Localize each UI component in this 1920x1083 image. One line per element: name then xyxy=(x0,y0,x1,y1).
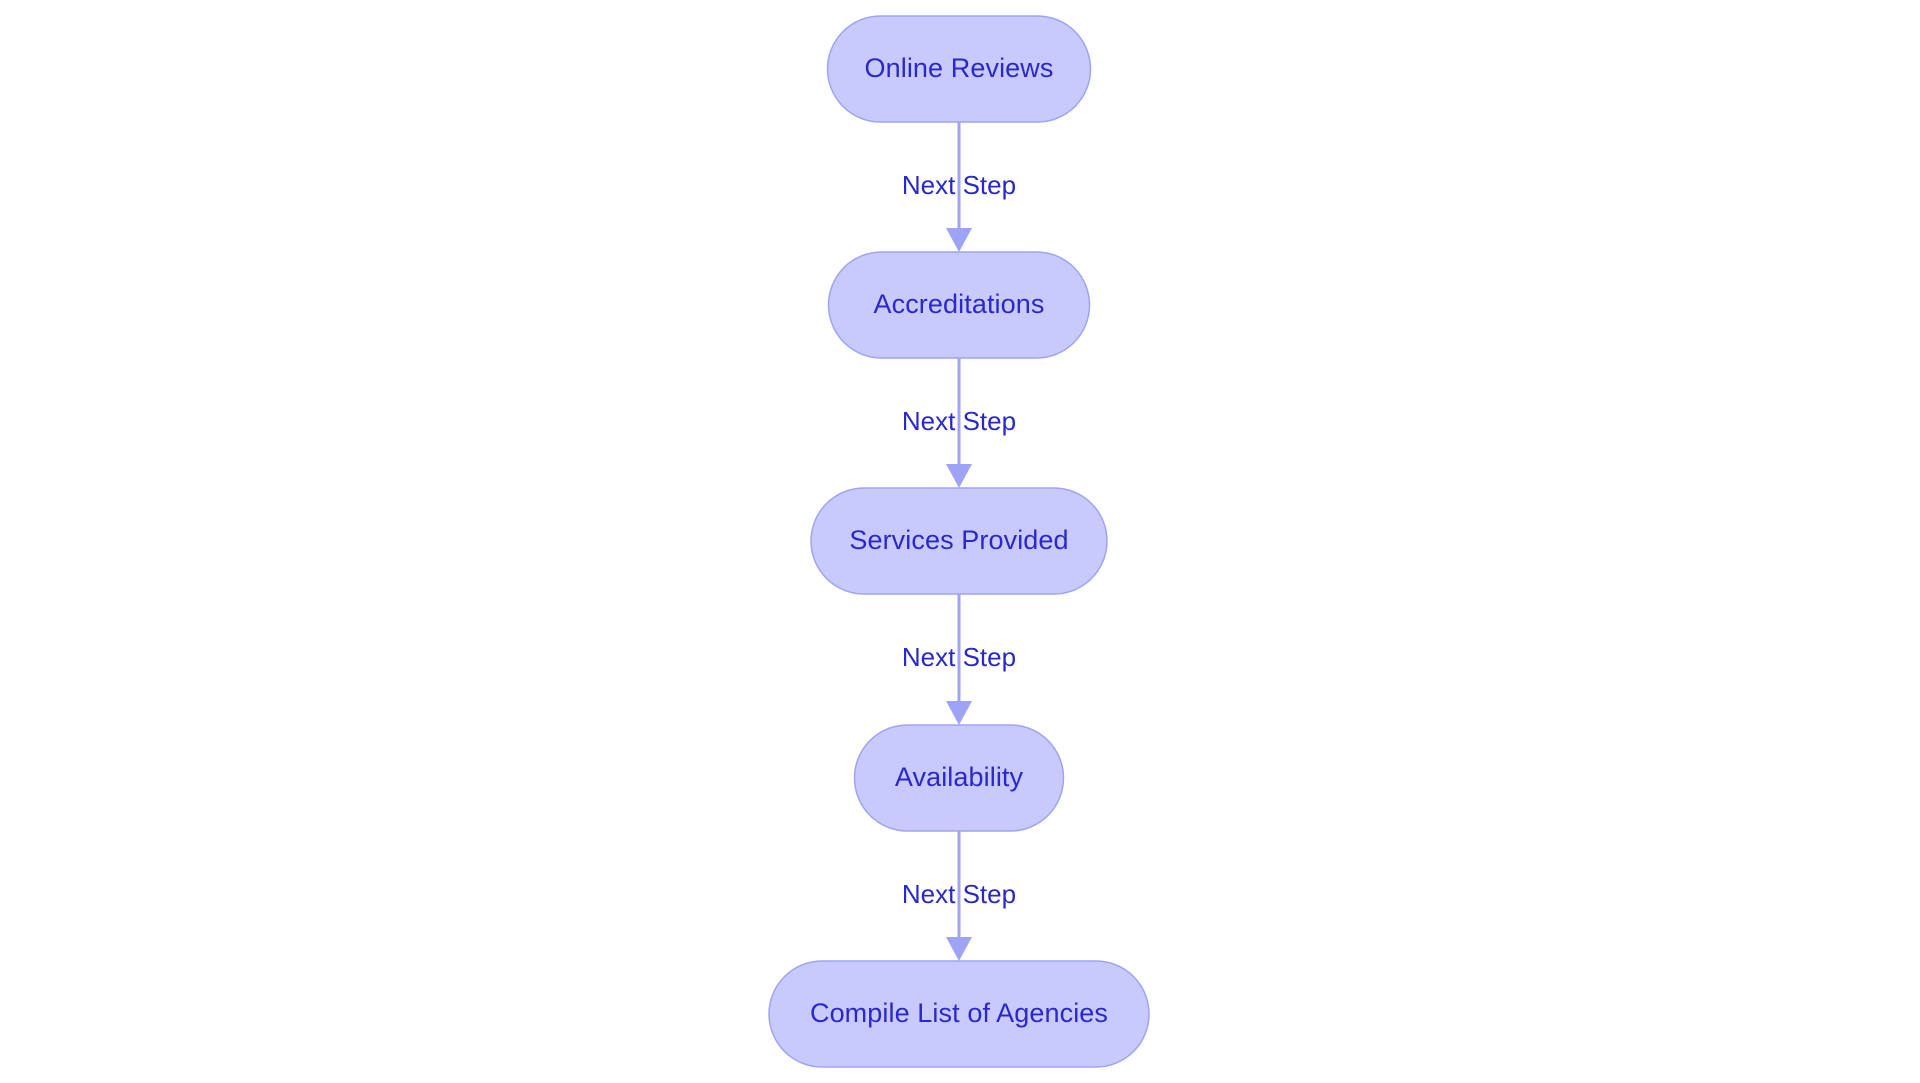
node-label-accreditations: Accreditations xyxy=(874,289,1045,319)
edge-label-3: Next Step xyxy=(902,642,1016,672)
node-shape-compile-list-of-agencies xyxy=(768,960,1150,1068)
node-label-services-provided: Services Provided xyxy=(849,525,1068,555)
nodes-group: Online Reviews Accreditations Services P… xyxy=(768,15,1150,1068)
edge-label-4: Next Step xyxy=(902,879,1016,909)
edge-arrowhead-1 xyxy=(946,228,972,252)
flow-node-online-reviews[interactable]: Online Reviews xyxy=(826,15,1092,123)
node-label-availability: Availability xyxy=(895,762,1024,792)
flow-node-accreditations[interactable]: Accreditations xyxy=(827,251,1091,359)
node-label-online-reviews: Online Reviews xyxy=(865,53,1054,83)
flow-edge-3[interactable]: Next Step xyxy=(902,594,1016,725)
edges-group: Next Step Next Step Next Step Next Step xyxy=(902,122,1016,961)
edge-arrowhead-3 xyxy=(946,701,972,725)
node-shape-accreditations xyxy=(827,251,1091,359)
edge-label-1: Next Step xyxy=(902,170,1016,200)
edge-label-2: Next Step xyxy=(902,406,1016,436)
flow-node-compile-list-of-agencies[interactable]: Compile List of Agencies xyxy=(768,960,1150,1068)
node-shape-online-reviews xyxy=(826,15,1092,123)
edge-arrowhead-2 xyxy=(946,464,972,488)
node-shape-services-provided xyxy=(810,487,1108,595)
flow-node-services-provided[interactable]: Services Provided xyxy=(810,487,1108,595)
flow-edge-2[interactable]: Next Step xyxy=(902,358,1016,488)
node-shape-availability xyxy=(853,724,1065,832)
node-label-compile-list-of-agencies: Compile List of Agencies xyxy=(810,998,1108,1028)
flow-node-availability[interactable]: Availability xyxy=(853,724,1065,832)
flow-edge-4[interactable]: Next Step xyxy=(902,831,1016,961)
flow-edge-1[interactable]: Next Step xyxy=(902,122,1016,252)
edge-arrowhead-4 xyxy=(946,937,972,961)
